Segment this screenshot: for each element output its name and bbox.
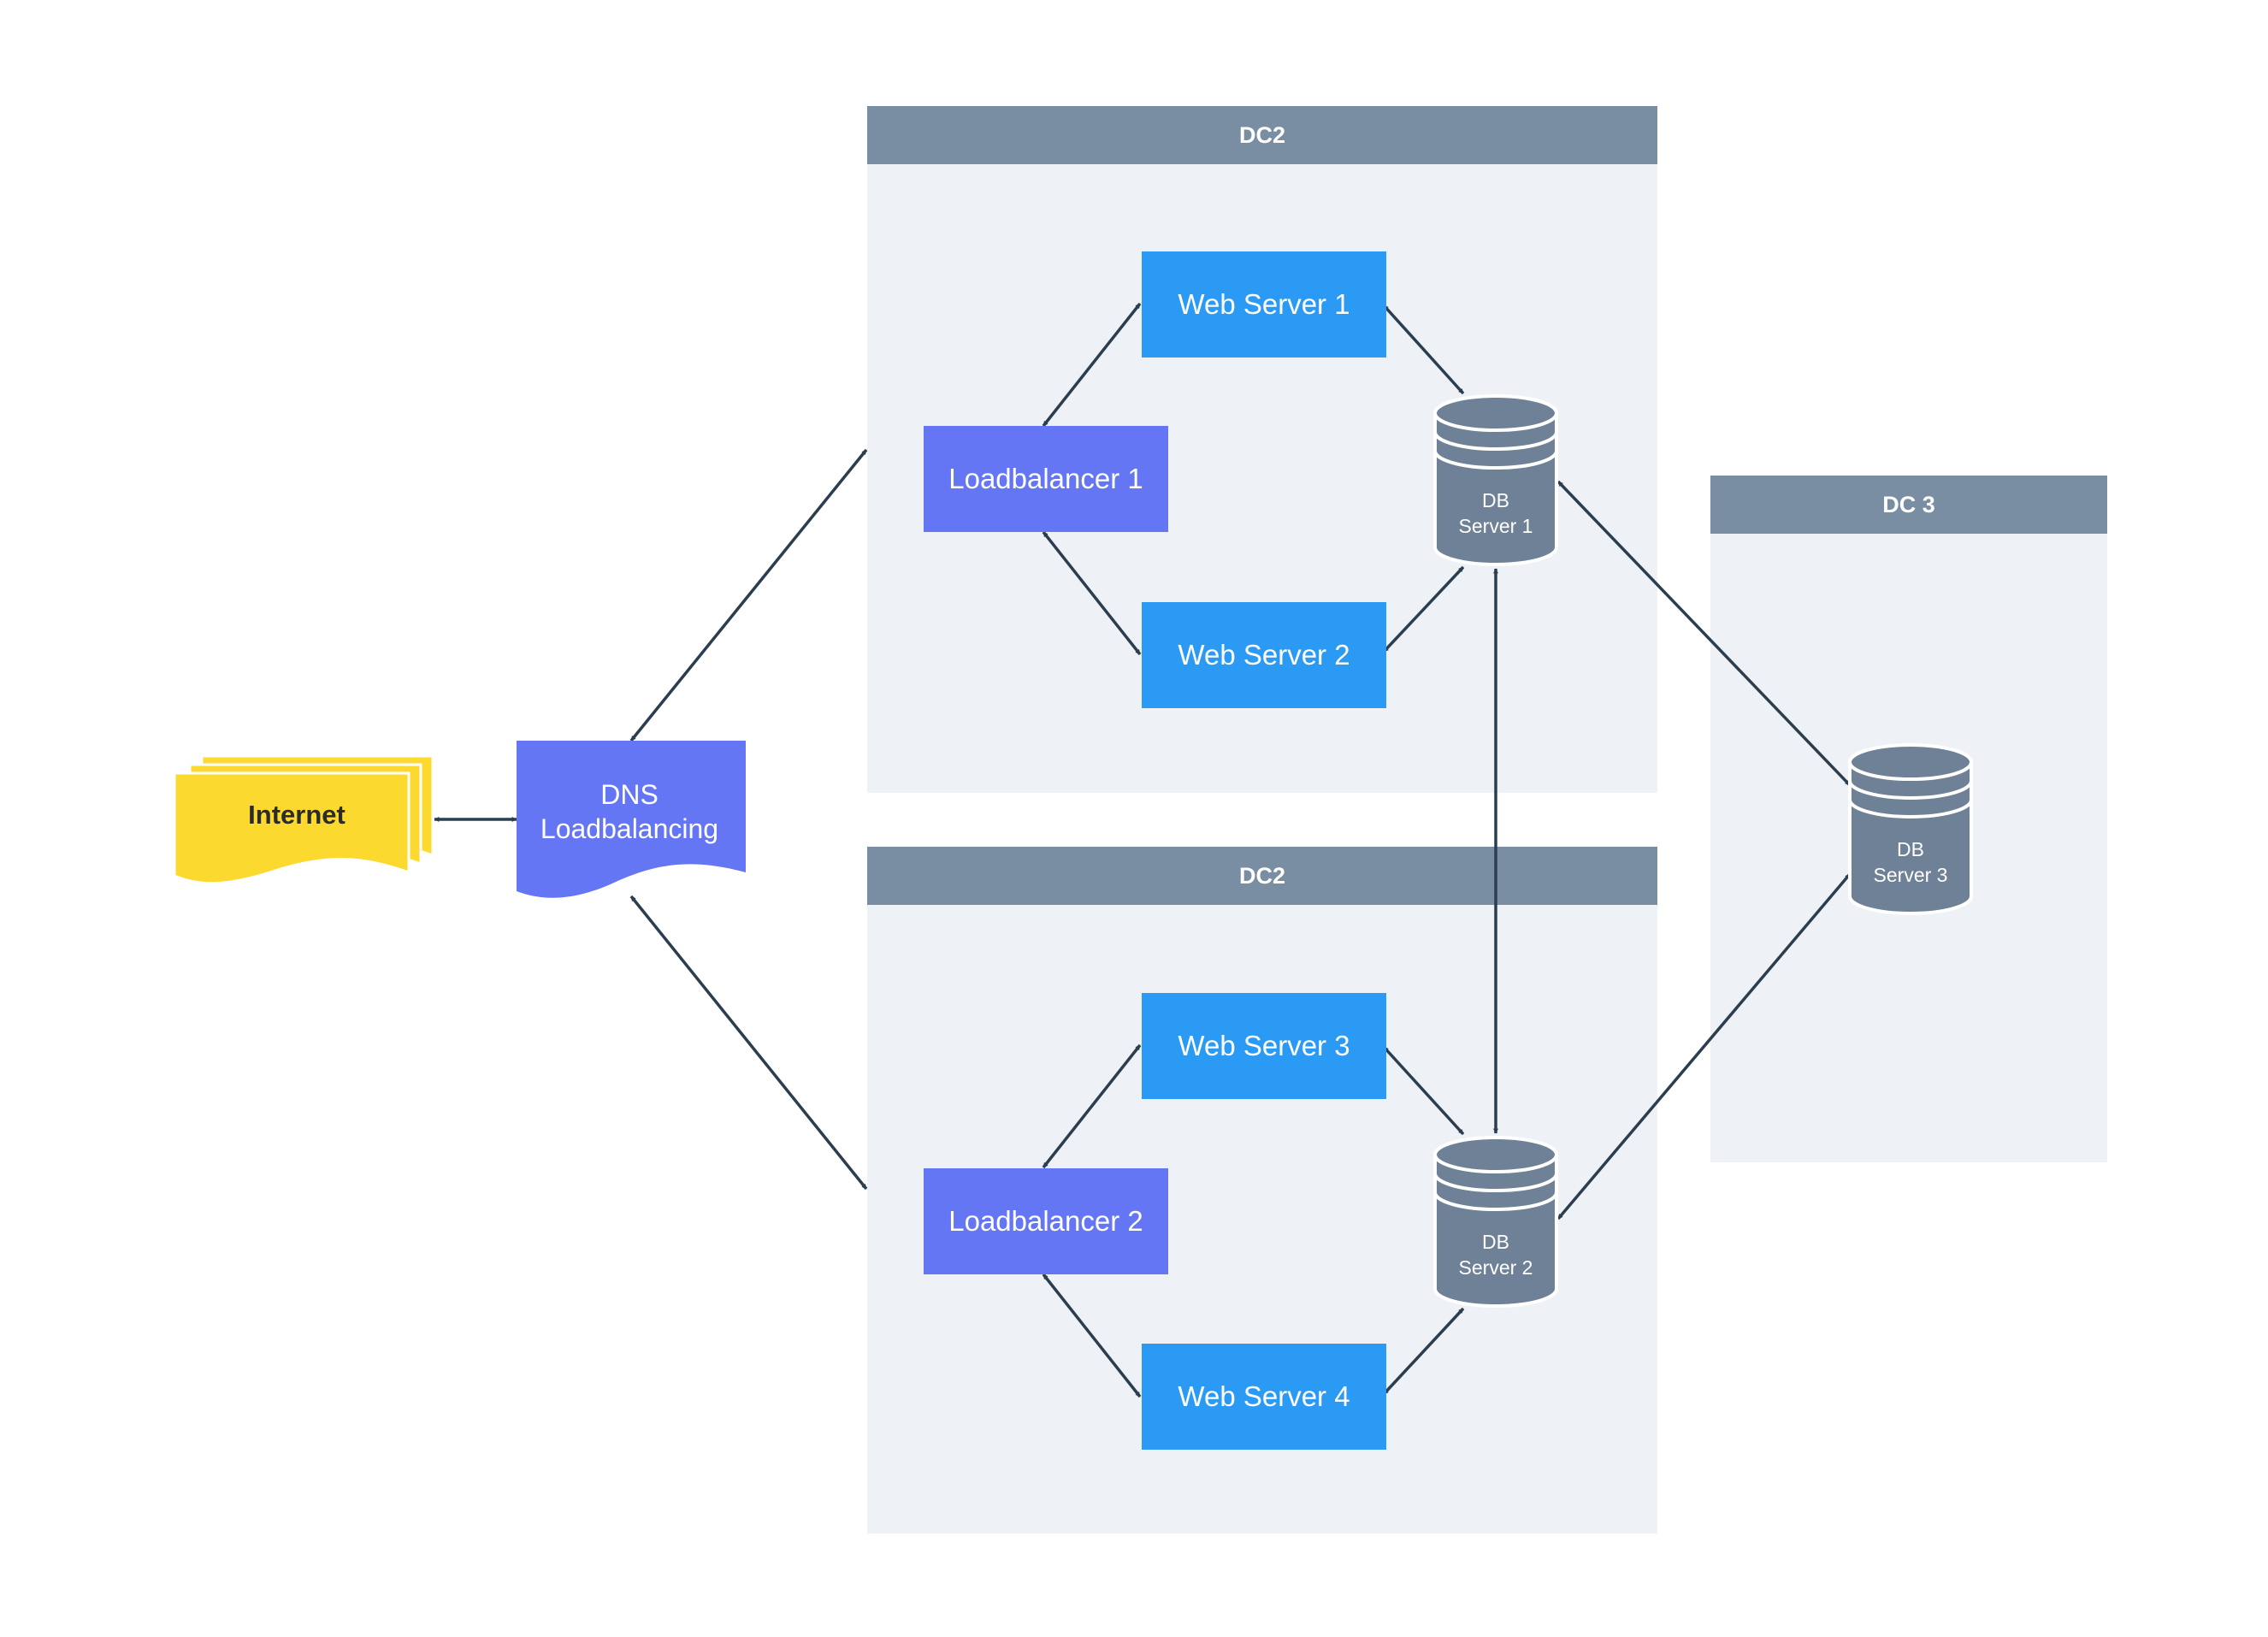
connector-lb1-web2: [1042, 530, 1142, 656]
internet-label: Internet: [248, 800, 346, 830]
dns-label-line2: Loadbalancing: [540, 813, 718, 844]
db-server-2-line2: Server 2: [1459, 1256, 1533, 1279]
web-server-2-label: Web Server 2: [1178, 639, 1350, 671]
dns-loadbalancing-shape: DNS Loadbalancing: [517, 741, 746, 898]
loadbalancer-1: Loadbalancer 1: [924, 426, 1168, 532]
web-server-4-label: Web Server 4: [1178, 1380, 1350, 1412]
db-server-3: DB Server 3: [1848, 743, 1973, 915]
datacenter-top-header: DC2: [867, 106, 1657, 164]
db-server-3-line2: Server 3: [1874, 864, 1948, 886]
connector-dns-dc-bottom: [629, 895, 868, 1191]
connector-web4-db2: [1382, 1307, 1465, 1396]
connector-db2-db3: [1556, 872, 1852, 1220]
db-server-1: DB Server 1: [1433, 394, 1558, 566]
internet-documents-shape: Internet: [173, 754, 434, 885]
web-server-1-label: Web Server 1: [1178, 288, 1350, 320]
db-server-2: DB Server 2: [1433, 1136, 1558, 1308]
db-server-1-line2: Server 1: [1459, 515, 1533, 537]
dns-label-line1: DNS: [600, 779, 659, 810]
web-server-4: Web Server 4: [1142, 1344, 1386, 1450]
connector-web2-db1: [1382, 565, 1465, 653]
connector-dns-dc-top: [629, 448, 868, 742]
web-server-3: Web Server 3: [1142, 993, 1386, 1099]
connector-lb2-web3: [1042, 1043, 1142, 1169]
loadbalancer-1-label: Loadbalancer 1: [948, 463, 1143, 494]
db-server-2-line1: DB: [1482, 1231, 1509, 1253]
web-server-2: Web Server 2: [1142, 602, 1386, 708]
connector-lb1-web1: [1042, 302, 1142, 428]
datacenter-bottom-header: DC2: [867, 847, 1657, 905]
loadbalancer-2-label: Loadbalancer 2: [948, 1205, 1143, 1237]
db-server-3-line1: DB: [1897, 838, 1924, 860]
db-server-1-line1: DB: [1482, 489, 1509, 511]
loadbalancer-2: Loadbalancer 2: [924, 1168, 1168, 1274]
connector-db1-db3: [1556, 480, 1852, 787]
connector-web1-db1: [1382, 304, 1465, 395]
connector-web3-db2: [1382, 1045, 1465, 1136]
web-server-1: Web Server 1: [1142, 251, 1386, 358]
web-server-3-label: Web Server 3: [1178, 1030, 1350, 1061]
connector-lb2-web4: [1042, 1273, 1142, 1398]
